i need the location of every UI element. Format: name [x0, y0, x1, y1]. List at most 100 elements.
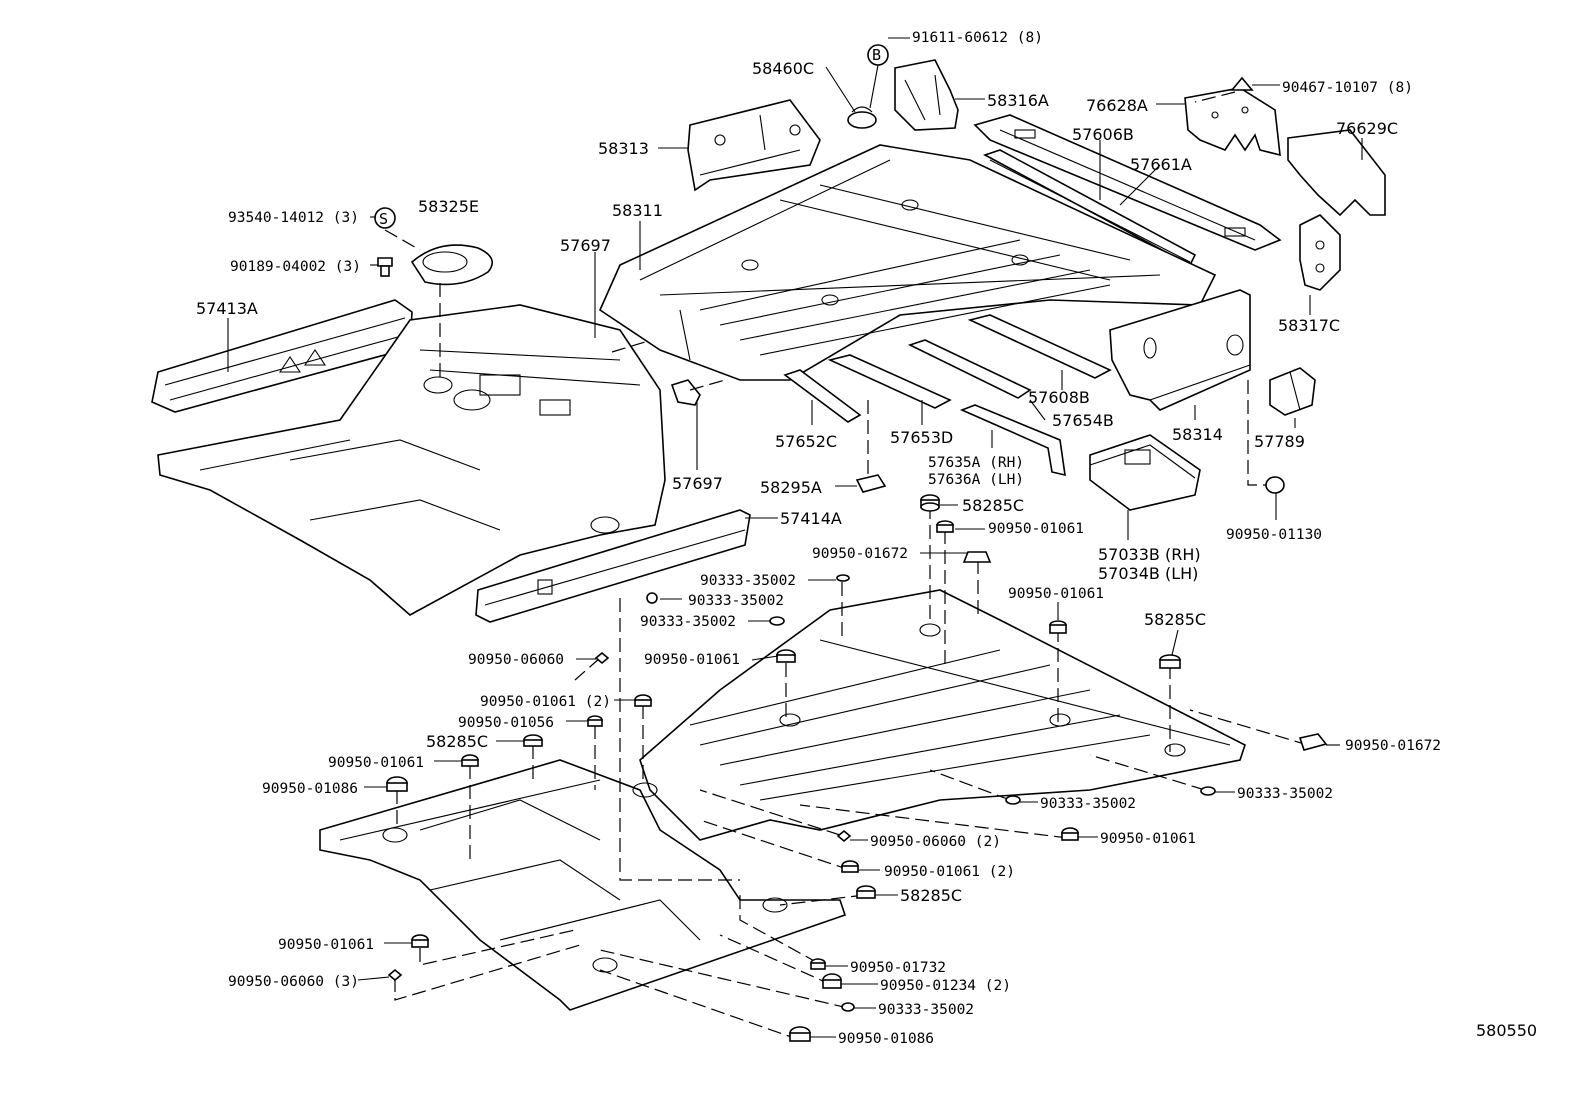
label-58285C-b: 58285C: [1144, 610, 1206, 629]
part-57654B-member: [907, 339, 1032, 399]
grommet-90950-01061-c: [776, 649, 796, 663]
part-57635A-member: [959, 404, 1066, 477]
label-57034B: 57034B (LH): [1098, 564, 1198, 583]
part-57661A-rail: [982, 149, 1197, 267]
grommet-90950-01086-a: [386, 776, 408, 792]
label-57697-top: 57697: [560, 236, 611, 255]
part-58311-rear-floor-pan: [598, 144, 1217, 381]
label-58285C-d: 58285C: [900, 886, 962, 905]
leader-lines: [227, 66, 1363, 1038]
label-93540-14012: 93540-14012 (3): [228, 210, 359, 226]
symbol-b-marker: B: [867, 37, 910, 109]
part-58317C-bracket: [1299, 214, 1341, 291]
grommet-90950-01061-g: [841, 860, 859, 873]
figure-id: 580550: [1476, 1021, 1537, 1040]
grommet-90950-01061-f: [1061, 827, 1079, 841]
label-57414A: 57414A: [780, 509, 842, 528]
label-90333-35002-b: 90333-35002: [688, 593, 784, 609]
part-57414A-rocker: [475, 509, 751, 623]
part-57606B-rail: [973, 114, 1282, 251]
label-76629C: 76629C: [1336, 119, 1398, 138]
label-90333-35002-d: 90333-35002: [1040, 796, 1136, 812]
label-90950-06060-c: 90950-06060 (3): [228, 974, 359, 990]
label-90950-06060-a: 90950-06060: [468, 652, 564, 668]
label-57413A: 57413A: [196, 299, 258, 318]
grommet-90950-01130: [1265, 476, 1285, 494]
label-90333-35002-f: 90333-35002: [878, 1002, 974, 1018]
clip-90950-06060-a: [594, 651, 610, 665]
symbol-s-text: S: [379, 210, 388, 228]
label-58285C-a: 58285C: [962, 496, 1024, 515]
washer-90333-35002-d: [1005, 795, 1021, 805]
part-58313-bracket: [687, 99, 821, 192]
label-90333-35002-a: 90333-35002: [700, 573, 796, 589]
label-58460C: 58460C: [752, 59, 814, 78]
part-front-floor-pan: [157, 304, 666, 616]
label-90950-01234: 90950-01234 (2): [880, 978, 1011, 994]
label-90950-01061-e: 90950-01061: [328, 755, 424, 771]
label-57653D: 57653D: [890, 428, 953, 447]
grommet-90950-01732: [810, 958, 826, 970]
washer-90333-35002-b: [646, 592, 658, 604]
grommet-90950-01061-e: [461, 754, 479, 767]
part-58295A-pad: [855, 474, 887, 493]
grommet-90950-01672-b: [1298, 733, 1328, 751]
part-57652C-member: [783, 369, 862, 423]
part-76629C-panel: [1287, 129, 1386, 217]
label-58311: 58311: [612, 201, 663, 220]
label-58317C: 58317C: [1278, 316, 1340, 335]
washer-90333-35002-f: [841, 1002, 855, 1012]
label-90467-10107: 90467-10107 (8): [1282, 80, 1413, 96]
grommet-90950-01234: [822, 973, 842, 989]
label-58314: 58314: [1172, 425, 1223, 444]
grommet-90950-01056: [587, 715, 603, 727]
label-57606B: 57606B: [1072, 125, 1134, 144]
label-90950-01061-a: 90950-01061: [988, 521, 1084, 537]
label-90950-01672-b: 90950-01672: [1345, 738, 1441, 754]
label-90950-01061-g: 90950-01061 (2): [884, 864, 1015, 880]
part-76628A-bracket: [1184, 87, 1281, 157]
label-90950-01061-d: 90950-01061 (2): [480, 694, 611, 710]
part-58325E-cover: [410, 244, 494, 286]
label-90950-01086-a: 90950-01086: [262, 781, 358, 797]
label-76628A: 76628A: [1086, 96, 1148, 115]
fastener-grommets: [386, 476, 1328, 1042]
label-90950-01061-h: 90950-01061: [278, 937, 374, 953]
label-58295A: 58295A: [760, 478, 822, 497]
washer-90333-35002-a: [836, 574, 850, 582]
grommet-90950-01061-b: [1049, 620, 1067, 634]
label-90333-35002-e: 90333-35002: [1237, 786, 1333, 802]
label-57033B: 57033B (RH): [1098, 545, 1201, 564]
label-90950-01061-f: 90950-01061: [1100, 831, 1196, 847]
grommet-58285C-d: [856, 885, 876, 899]
symbol-b-text: B: [872, 46, 881, 64]
part-57697-bracket-bottom: [670, 379, 701, 406]
label-90950-01061-c: 90950-01061: [644, 652, 740, 668]
grommet-90950-01672-a: [962, 551, 992, 563]
label-90950-01130: 90950-01130: [1226, 527, 1322, 543]
label-90950-01061-b: 90950-01061: [1008, 586, 1104, 602]
label-90950-06060-b: 90950-06060 (2): [870, 834, 1001, 850]
grommet-58285C-c: [523, 734, 543, 747]
label-58325E: 58325E: [418, 197, 479, 216]
grommet-58285C-b: [1159, 654, 1181, 669]
label-90950-01056: 90950-01056: [458, 715, 554, 731]
label-57636A: 57636A (LH): [928, 472, 1024, 488]
part-57033B-box: [1089, 434, 1201, 511]
label-91611-60612: 91611-60612 (8): [912, 30, 1043, 46]
part-57608B-member: [967, 314, 1112, 379]
part-58460C-clip: [847, 106, 877, 129]
part-58316A-panel: [894, 59, 959, 131]
label-58313: 58313: [598, 139, 649, 158]
grommet-58285C-a: [920, 494, 940, 512]
washer-90333-35002-c: [769, 616, 785, 626]
label-58285C-c: 58285C: [426, 732, 488, 751]
label-90950-01086-b: 90950-01086: [838, 1031, 934, 1047]
grommet-90950-01061-d: [634, 694, 652, 707]
label-90333-35002-c: 90333-35002: [640, 614, 736, 630]
clip-90950-06060-b: [836, 829, 852, 843]
symbol-s-marker: S: [374, 207, 396, 229]
label-57697-bottom: 57697: [672, 474, 723, 493]
label-57661A: 57661A: [1130, 155, 1192, 174]
